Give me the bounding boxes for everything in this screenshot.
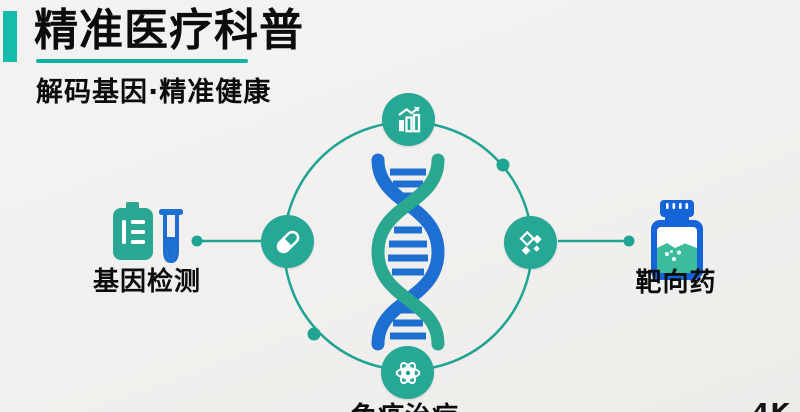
watermark-4k: 4K: [752, 398, 791, 412]
test-tube-icon: [155, 207, 187, 273]
capsule-icon: [276, 230, 299, 253]
dna-double-helix-icon: [362, 152, 454, 356]
ring-node-atom: [381, 346, 434, 399]
ring-node-medication: [261, 215, 314, 268]
dna-strand-blue: [371, 153, 445, 351]
ring-node-sparkles: [504, 216, 557, 269]
title-underline: [36, 59, 248, 63]
page-subtitle: 解码基因·精准健康: [36, 77, 272, 108]
ring-dot-bottom-left: [307, 327, 321, 341]
medicine-bottle-icon: [648, 200, 706, 288]
atom-icon: [395, 361, 420, 384]
title-accent-bar: [3, 11, 17, 62]
report-icon: [110, 202, 160, 268]
ring-node-statistics: [382, 93, 435, 146]
ring-dot-top-right: [496, 158, 510, 172]
connector-left: [191, 235, 261, 247]
callout-label-immunotherapy: 免疫治疗: [347, 396, 463, 412]
dna-strand-teal: [371, 153, 445, 351]
page-title: 精准医疗科普: [34, 5, 304, 56]
sparkles-icon: [518, 230, 542, 255]
callout-label-gene-testing: 基因检测: [92, 267, 201, 297]
bar-chart-trend-icon: [397, 106, 420, 132]
callout-label-targeted-drug: 靶向药: [635, 268, 717, 298]
connector-right: [558, 235, 635, 247]
